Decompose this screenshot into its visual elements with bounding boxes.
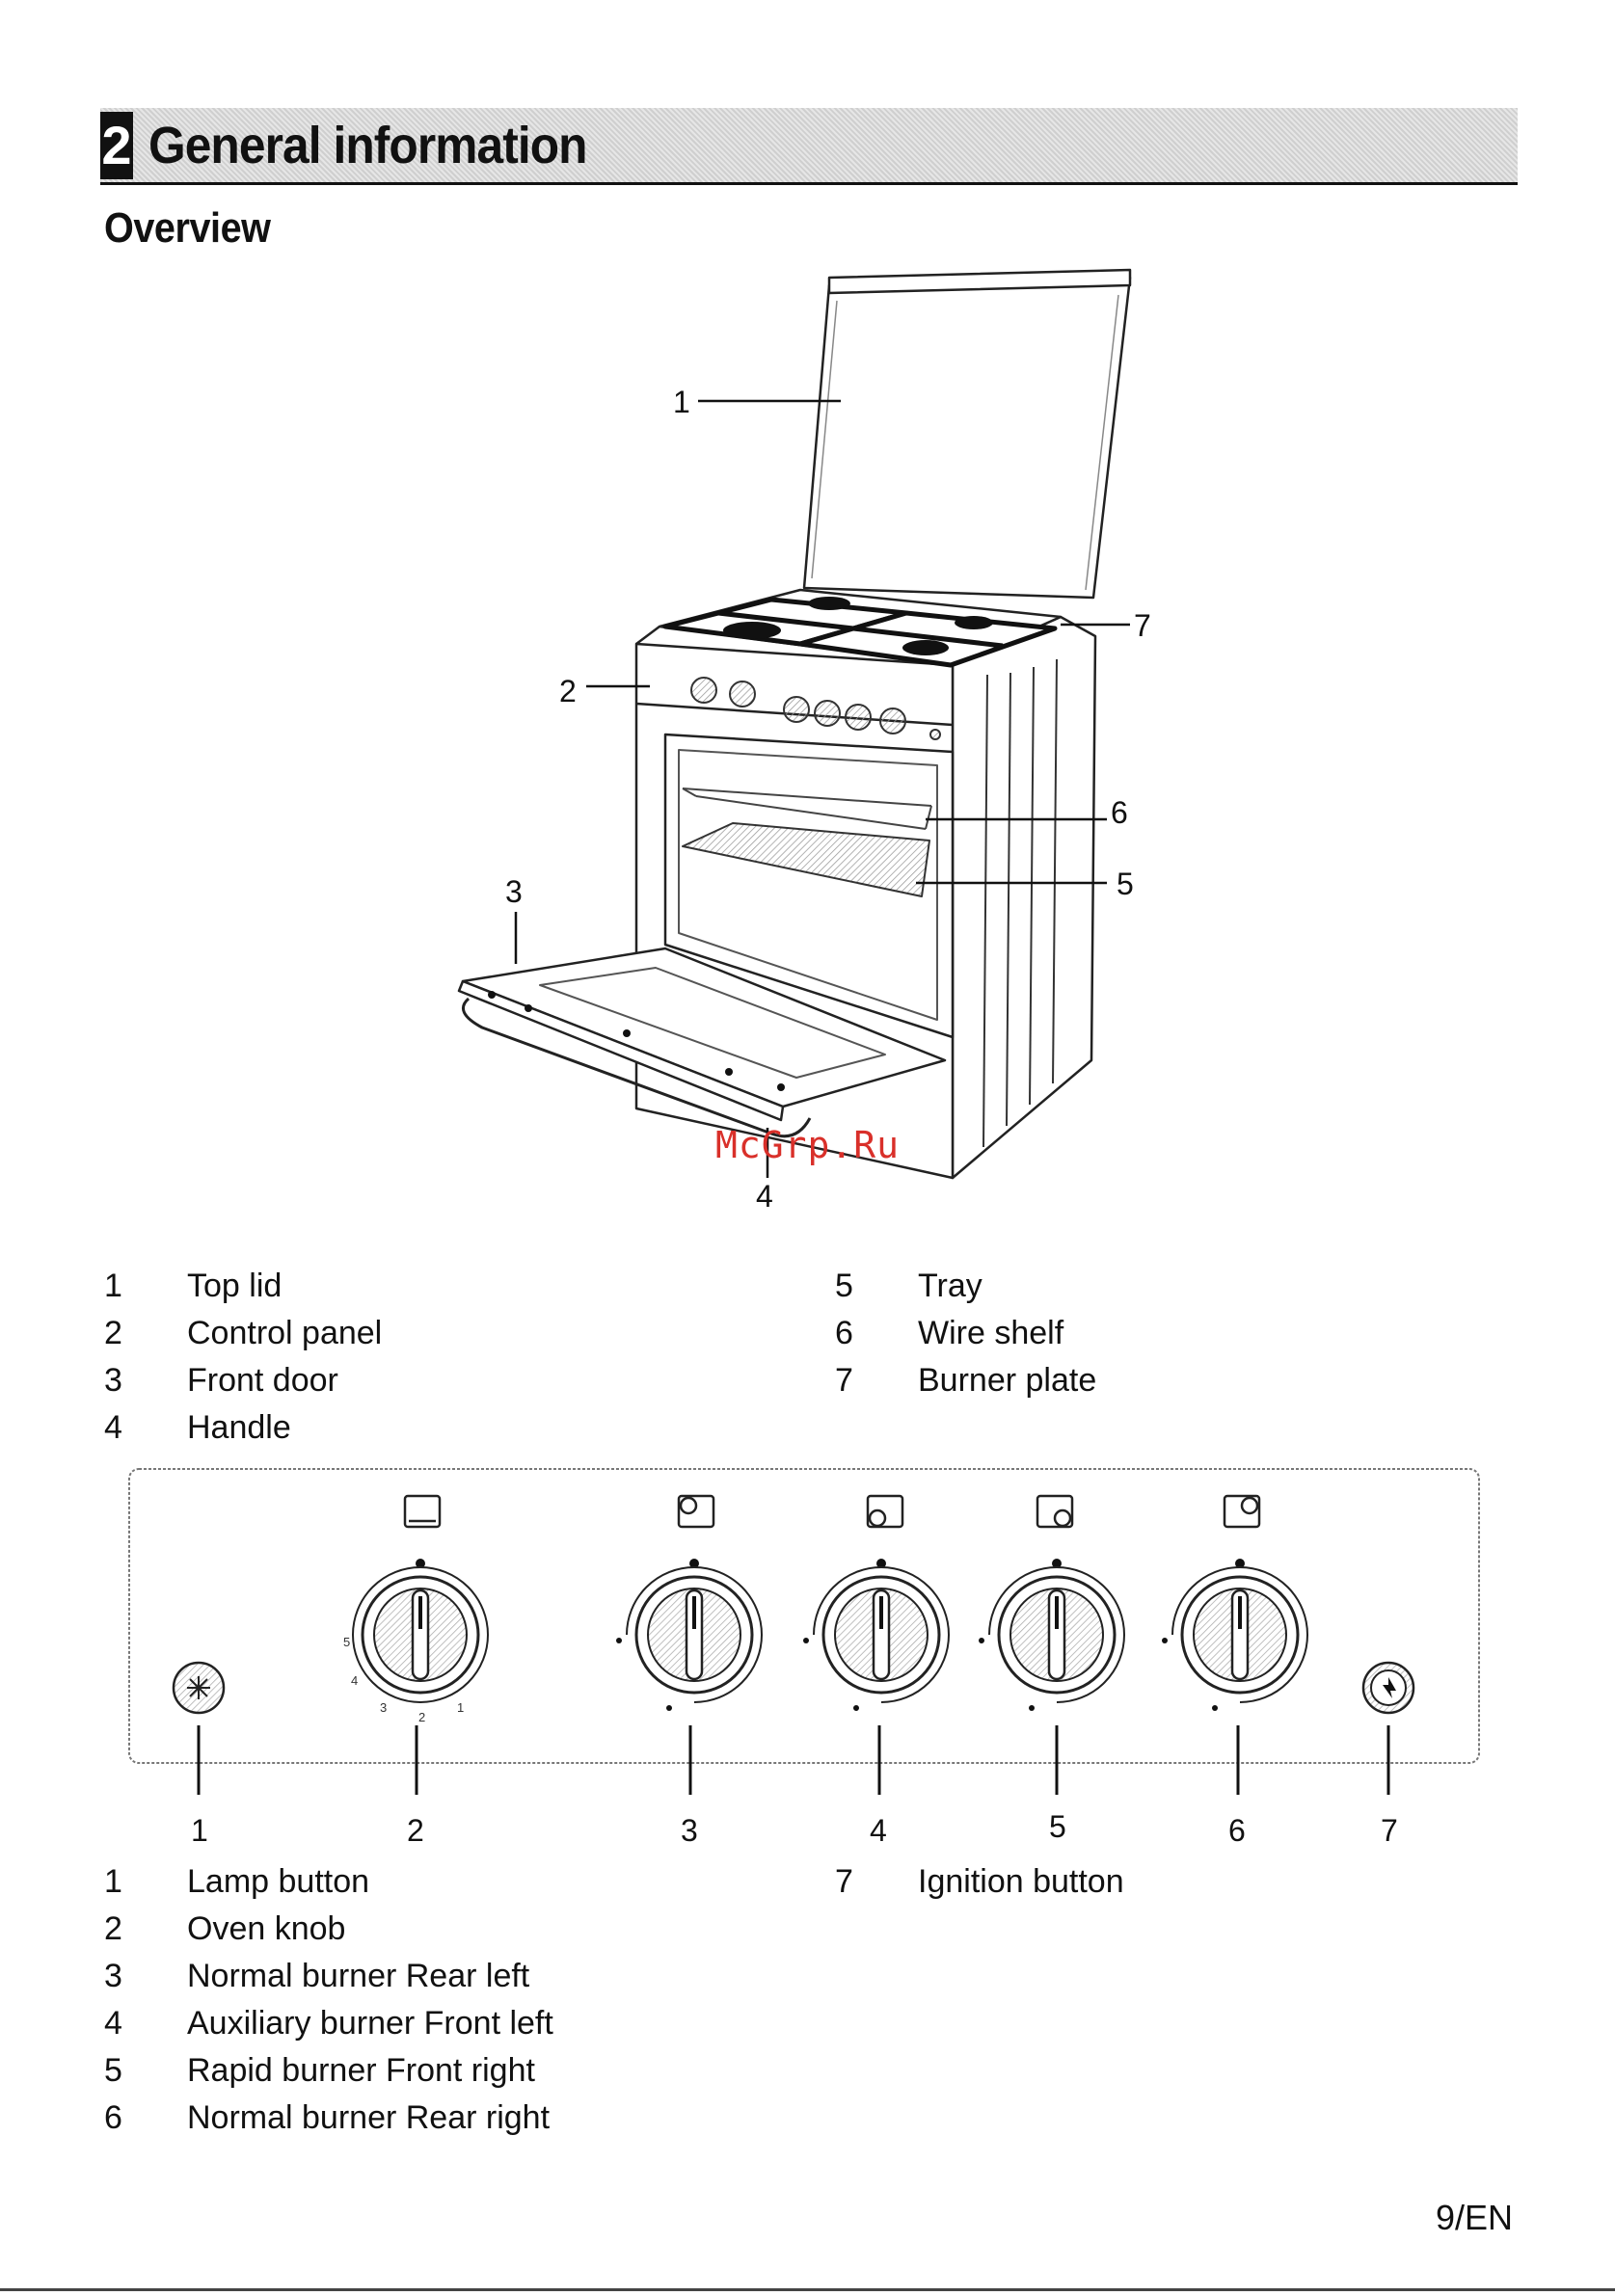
watermark: McGrp.Ru (715, 1124, 901, 1166)
page-number: 9/EN (1435, 2198, 1513, 2237)
callout-4: 4 (756, 1179, 773, 1214)
panel-callout-2: 2 (407, 1813, 424, 1848)
panel-callout-3: 3 (681, 1813, 698, 1848)
section-number: 2 (100, 112, 133, 179)
burner-knob-front-right-icon (979, 1559, 1125, 1711)
oven-scale-5: 5 (343, 1635, 350, 1649)
oven-symbol-icon (403, 1494, 442, 1529)
tray-drawing (682, 822, 930, 897)
oven-scale-2: 2 (418, 1710, 425, 1724)
ignition-button-icon (1361, 1661, 1415, 1715)
cooker-overview-diagram: 1 2 3 4 5 6 7 (457, 268, 1151, 1214)
burner-knob-rear-right-icon (1162, 1559, 1308, 1711)
wire-shelf-drawing (682, 788, 932, 830)
burner-front-left-symbol-icon (866, 1494, 904, 1529)
callout-3: 3 (505, 874, 523, 909)
oven-scale-4: 4 (351, 1673, 358, 1688)
oven-scale-1: 1 (457, 1700, 464, 1715)
callout-5: 5 (1117, 867, 1134, 901)
burner-rear-right-symbol-icon (1223, 1494, 1261, 1529)
burner-rear-left-symbol-icon (677, 1494, 715, 1529)
front-door-drawing (457, 947, 947, 1138)
burner-knob-rear-left-icon (616, 1559, 763, 1711)
burner-knob-front-left-icon (803, 1559, 950, 1711)
panel-callout-4: 4 (870, 1813, 887, 1848)
panel-callout-5: 5 (1049, 1809, 1066, 1844)
panel-callout-6: 6 (1228, 1813, 1246, 1848)
section-title: General information (148, 117, 587, 174)
bottom-rule (0, 2288, 1615, 2291)
lamp-button-icon (172, 1661, 226, 1715)
callout-2: 2 (559, 674, 577, 708)
top-lid-drawing (802, 268, 1132, 600)
oven-knob-icon (352, 1559, 489, 1703)
callout-1: 1 (673, 385, 690, 419)
section-header: 2 General information (100, 108, 1518, 185)
overview-subheading: Overview (104, 204, 271, 252)
panel-callout-1: 1 (191, 1813, 208, 1848)
callout-7: 7 (1134, 608, 1151, 643)
panel-callout-7: 7 (1381, 1813, 1398, 1848)
callout-6: 6 (1111, 795, 1128, 830)
burner-front-right-symbol-icon (1036, 1494, 1074, 1529)
oven-scale-3: 3 (380, 1700, 387, 1715)
